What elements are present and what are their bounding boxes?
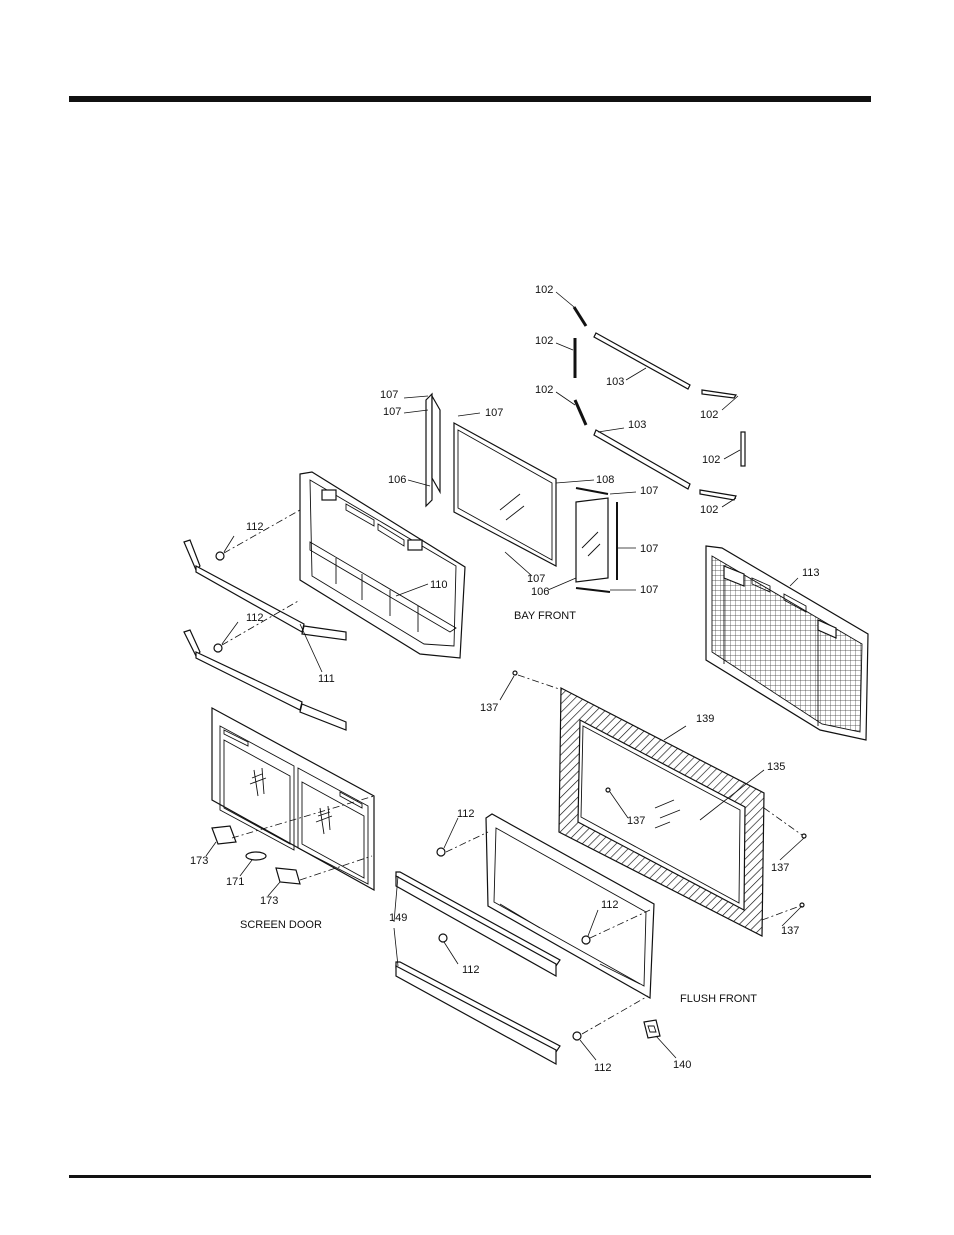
mesh-screen <box>705 545 869 741</box>
callout-112: 112 <box>246 521 264 533</box>
section-label-bay-front: BAY FRONT <box>514 610 576 622</box>
callout-107: 107 <box>527 573 545 585</box>
bay-trim-strips <box>572 306 746 501</box>
section-label-screen-door: SCREEN DOOR <box>240 919 322 931</box>
section-label-flush-front: FLUSH FRONT <box>680 993 757 1005</box>
callout-112: 112 <box>246 612 264 624</box>
callout-149: 149 <box>389 912 407 924</box>
callout-137: 137 <box>627 815 645 827</box>
callout-112: 112 <box>457 808 475 820</box>
callout-137: 137 <box>781 925 799 937</box>
callout-107: 107 <box>485 407 503 419</box>
bay-trim-bars <box>183 539 347 731</box>
callout-106: 106 <box>388 474 406 486</box>
top-rule <box>69 96 871 102</box>
callout-106: 106 <box>531 586 549 598</box>
callout-108: 108 <box>596 474 614 486</box>
callout-102: 102 <box>700 504 718 516</box>
bay-glass-panels <box>425 392 618 593</box>
callout-107: 107 <box>640 584 658 596</box>
callout-112: 112 <box>462 964 480 976</box>
callout-102: 102 <box>535 335 553 347</box>
callout-110: 110 <box>430 579 448 591</box>
callout-103: 103 <box>606 376 624 388</box>
callout-107: 107 <box>640 543 658 555</box>
screen-door <box>211 706 375 892</box>
flush-hatched-frame <box>558 687 765 937</box>
small-parts <box>512 670 807 1039</box>
callout-102: 102 <box>702 454 720 466</box>
callout-173: 173 <box>260 895 278 907</box>
callout-140: 140 <box>673 1059 691 1071</box>
callout-107: 107 <box>380 389 398 401</box>
assembly-lines <box>221 509 803 1035</box>
flush-bottom-bars <box>395 847 591 1066</box>
callout-107: 107 <box>383 406 401 418</box>
callout-135: 135 <box>767 761 785 773</box>
callout-113: 113 <box>802 567 820 579</box>
callout-171: 171 <box>226 876 244 888</box>
callout-137: 137 <box>771 862 789 874</box>
callout-labels: 102 102 102 102 102 102 103 103 107 107 … <box>190 284 820 1074</box>
callout-107: 107 <box>640 485 658 497</box>
leader-lines <box>205 291 805 1061</box>
callout-112: 112 <box>601 899 619 911</box>
callout-102: 102 <box>535 384 553 396</box>
flush-frame-panel <box>485 813 655 1000</box>
callout-103: 103 <box>628 419 646 431</box>
bay-frame <box>299 471 466 659</box>
callout-173: 173 <box>190 855 208 867</box>
callout-137: 137 <box>480 702 498 714</box>
bottom-rule <box>69 1175 871 1178</box>
callout-112: 112 <box>594 1062 612 1074</box>
callout-102: 102 <box>700 409 718 421</box>
callout-102: 102 <box>535 284 553 296</box>
callout-111: 111 <box>318 673 335 685</box>
callout-139: 139 <box>696 713 714 725</box>
